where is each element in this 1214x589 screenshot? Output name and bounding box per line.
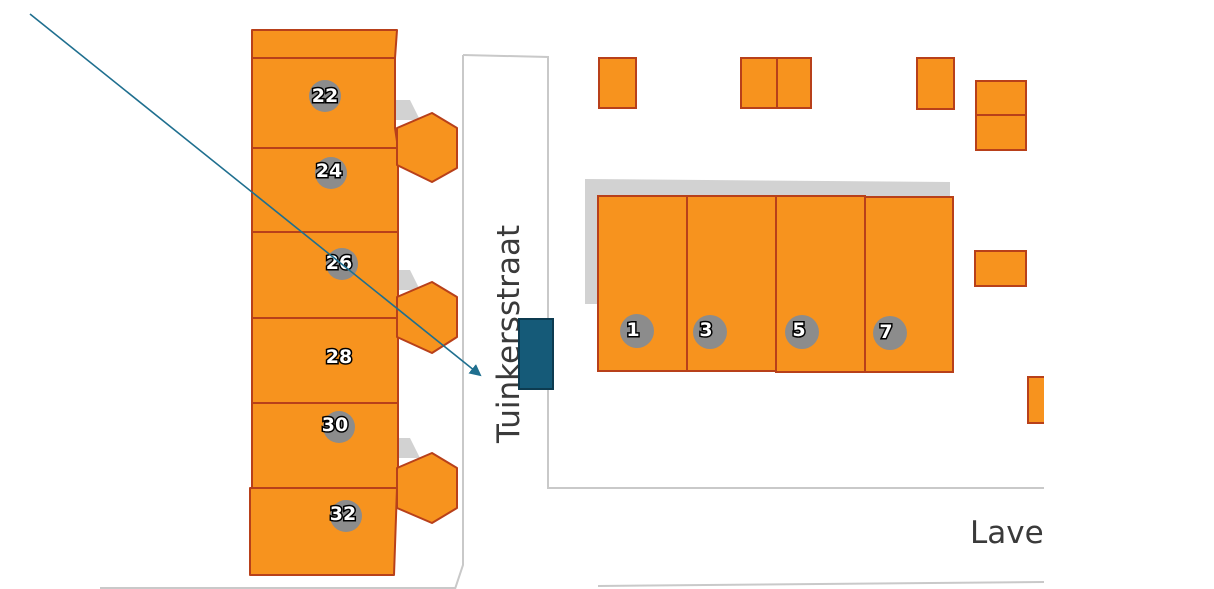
house-number-dot (620, 314, 654, 348)
building-5 (775, 195, 866, 373)
houses-left-row (249, 29, 458, 576)
building-top-partial (251, 29, 398, 59)
road-edges (100, 54, 1044, 589)
house-number-32: 32 (330, 503, 356, 525)
annex-22-24 (396, 112, 458, 183)
annex-30-32 (396, 452, 458, 524)
street-label-lave: Lave (970, 515, 1044, 551)
sheds (598, 57, 1044, 424)
house-number-dot (330, 500, 362, 532)
house-number-dot (785, 315, 819, 349)
house-number-22: 22 (312, 85, 338, 107)
arrow-pointer-line-icon (29, 13, 482, 377)
shed (776, 57, 812, 109)
building-shadows (394, 100, 950, 458)
house-number-3: 3 (699, 319, 712, 341)
house-number-24: 24 (316, 160, 342, 182)
shed (1027, 376, 1044, 424)
shed (598, 57, 637, 109)
house-number-dot (309, 80, 341, 112)
shed (916, 57, 955, 110)
house-number-1: 1 (626, 319, 639, 341)
building-32 (249, 487, 398, 576)
shed (975, 80, 1027, 116)
shed (974, 250, 1027, 287)
house-number-dot (693, 315, 727, 349)
annex-26-28 (396, 281, 458, 354)
building-26 (251, 231, 399, 319)
house-number-7: 7 (879, 321, 892, 343)
house-number-dot (315, 157, 347, 189)
building-7 (864, 196, 954, 373)
house-number-28: 28 (326, 346, 352, 368)
location-marker[interactable] (518, 318, 554, 390)
shed (975, 114, 1027, 151)
house-number-dot (323, 411, 355, 443)
shed (740, 57, 778, 109)
house-number-5: 5 (792, 319, 805, 341)
house-number-dot (873, 316, 907, 350)
house-number-30: 30 (322, 414, 348, 436)
